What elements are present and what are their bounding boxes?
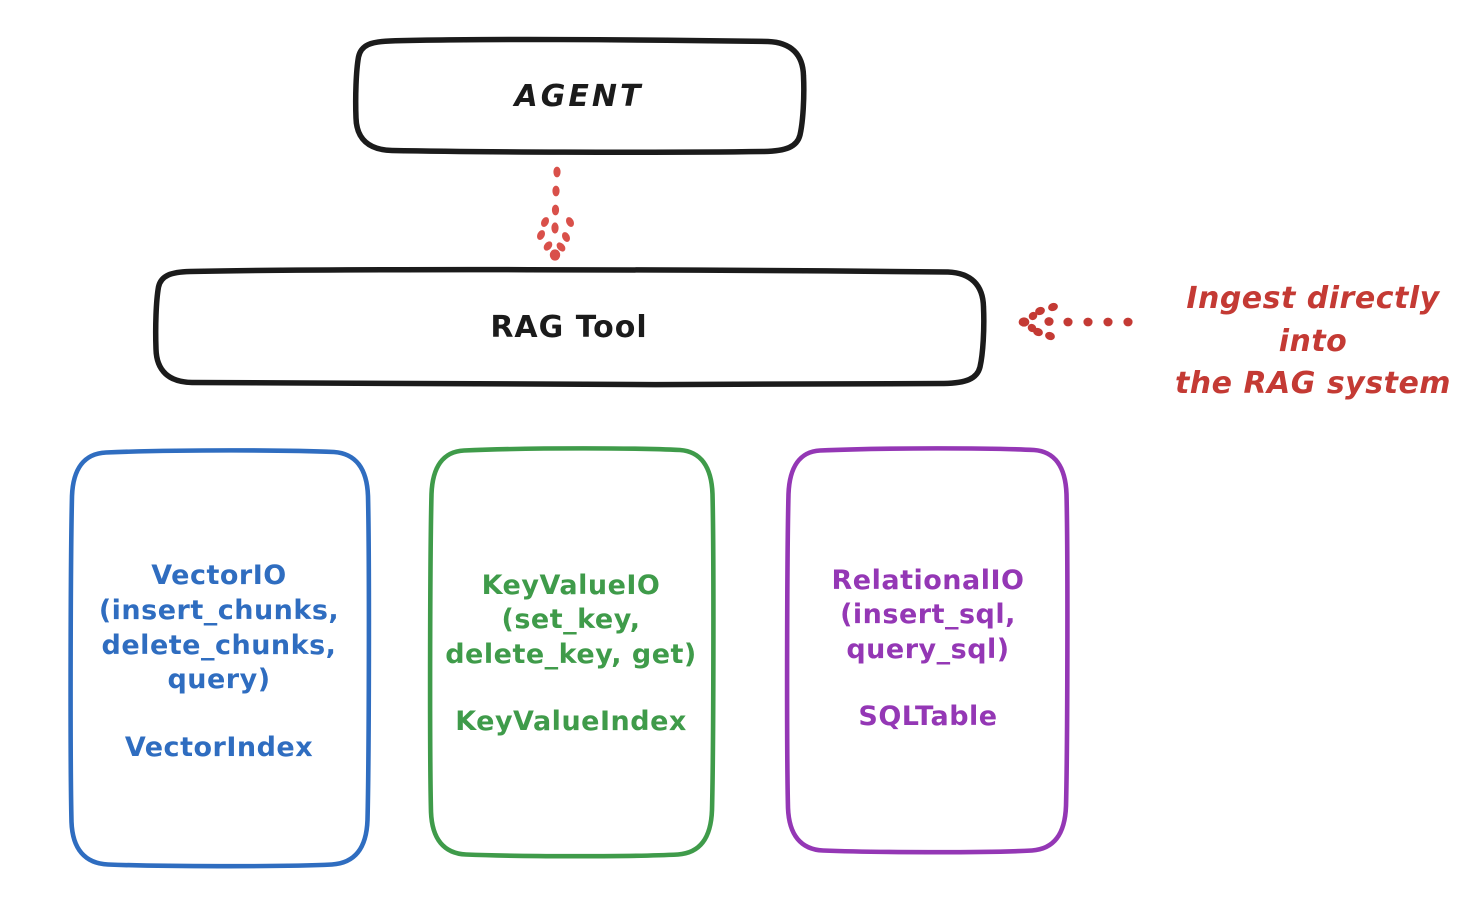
relational-io-box-outline (784, 446, 1070, 855)
key-value-io-box-outline (427, 446, 716, 859)
relational-io-node[interactable] (784, 446, 1070, 855)
vector-io-node[interactable] (68, 448, 372, 869)
agent-to-rag-arrow (536, 166, 575, 261)
agent-box-outline (352, 36, 807, 155)
vector-io-box-outline (68, 448, 372, 869)
rag-tool-node[interactable] (152, 266, 987, 388)
ingest-arrow (1018, 302, 1133, 341)
agent-node[interactable] (352, 36, 807, 155)
key-value-io-node[interactable] (427, 446, 716, 859)
rag-tool-box-outline (152, 266, 987, 388)
